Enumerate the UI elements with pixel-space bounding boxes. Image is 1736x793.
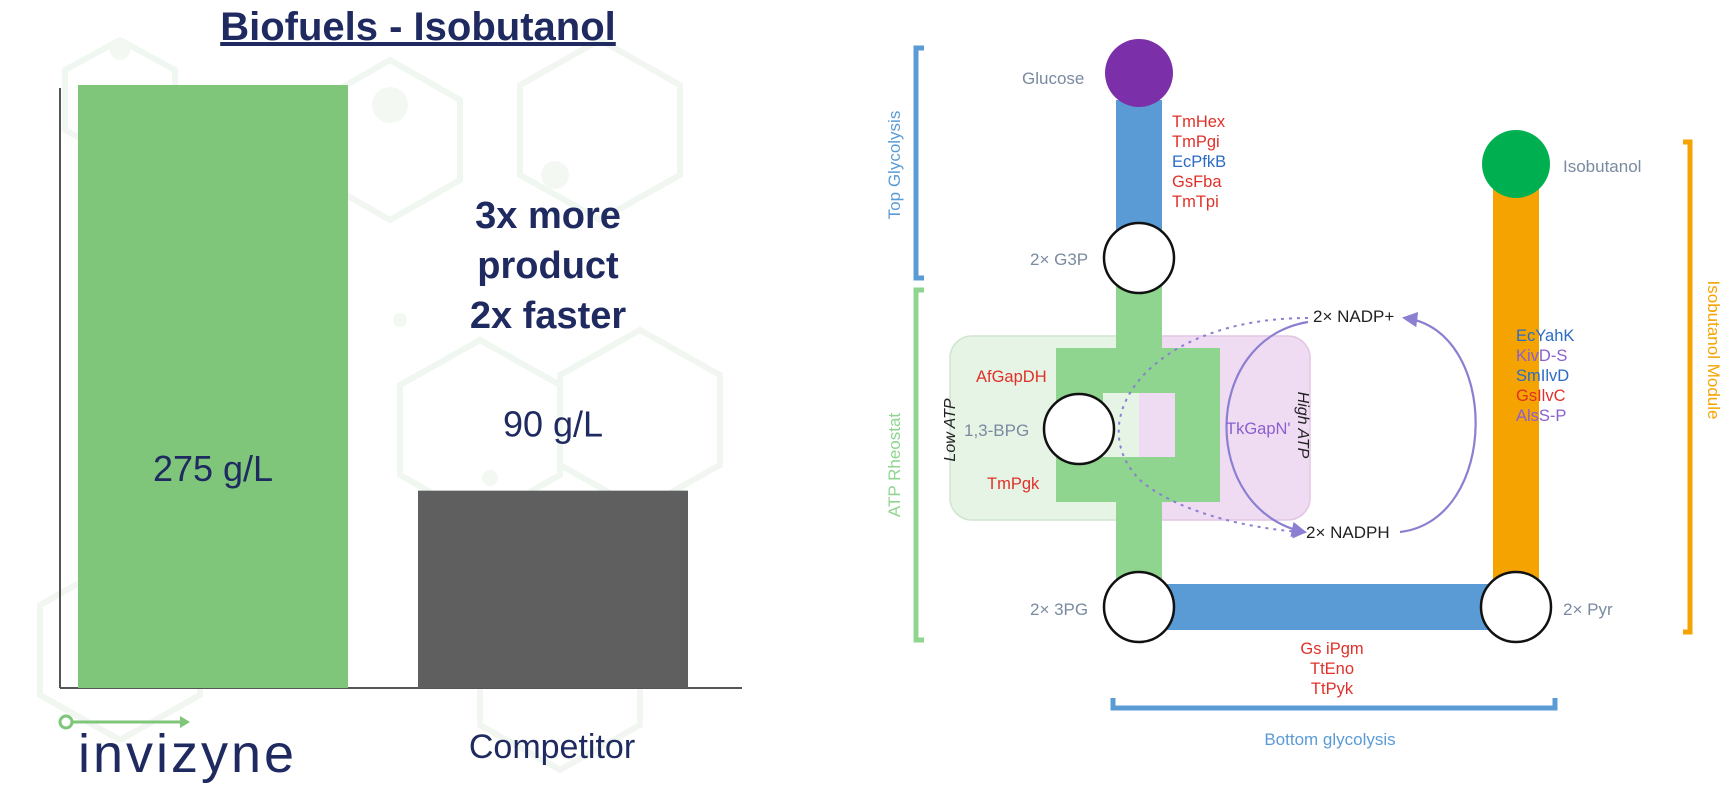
nadph-arrow-solid xyxy=(1399,311,1477,534)
nadp-label: 2× NADP+ xyxy=(1313,307,1394,326)
bpg-node xyxy=(1042,392,1116,466)
invizyne-logo: invizyne xyxy=(58,714,297,784)
label-bottom-glycolysis: Bottom glycolysis xyxy=(1264,730,1395,749)
low-atp-label: Low ATP xyxy=(942,398,959,461)
enzyme-isobutanol-3: GsIlvC xyxy=(1516,387,1566,405)
enzyme-top-4: TmTpi xyxy=(1172,193,1219,211)
enzyme-bottom-0: Gs iPgm xyxy=(1300,640,1363,658)
pg3-node xyxy=(1102,570,1176,644)
chart-bars xyxy=(78,85,688,688)
bar-invizyne xyxy=(78,85,348,688)
bar-competitor xyxy=(418,490,688,688)
logo-arrow-head xyxy=(180,716,190,728)
glucose-label: Glucose xyxy=(1022,69,1084,88)
logo-dot xyxy=(58,714,74,730)
annotation-line-1: 3x more xyxy=(475,195,621,237)
enzyme-top-2: EcPfkB xyxy=(1172,153,1226,171)
pg3-label: 2× 3PG xyxy=(1030,600,1088,619)
enzyme-bottom-1: TtEno xyxy=(1310,660,1354,678)
g3p-node xyxy=(1102,221,1176,295)
g3p-label: 2× G3P xyxy=(1030,250,1088,269)
enzyme-top-1: TmPgi xyxy=(1172,133,1220,151)
nadph-label: 2× NADPH xyxy=(1306,523,1390,542)
data-label-competitor: 90 g/L xyxy=(503,404,603,445)
path-rheostat-loop xyxy=(1056,348,1220,502)
chart-data-labels: 275 g/L 90 g/L xyxy=(153,404,603,489)
logo-text: invizyne xyxy=(78,724,297,784)
annotation: 3x more product 2x faster xyxy=(470,195,627,337)
competitor-label: Competitor xyxy=(469,728,635,766)
enzyme-isobutanol-0: EcYahK xyxy=(1516,327,1574,345)
bracket-bottom-glycolysis xyxy=(1110,698,1558,711)
annotation-line-3: 2x faster xyxy=(470,295,627,337)
high-atp-label: High ATP xyxy=(1294,392,1311,459)
label-isobutanol-module: Isobutanol Module xyxy=(1704,281,1723,420)
enzymes-isobutanol-module: EcYahK KivD-S SmIlvD GsIlvC AlsS-P xyxy=(1516,327,1574,425)
enzyme-isobutanol-4: AlsS-P xyxy=(1516,407,1566,425)
enzyme-isobutanol-2: SmIlvD xyxy=(1516,367,1569,385)
path-bottom-glycolysis xyxy=(1135,584,1535,630)
path-isobutanol xyxy=(1493,170,1539,590)
data-label-invizyne: 275 g/L xyxy=(153,448,273,489)
isobutanol-label: Isobutanol xyxy=(1563,157,1641,176)
slide-title: Biofuels - Isobutanol xyxy=(220,5,616,49)
enzyme-bottom-2: TtPyk xyxy=(1311,680,1354,698)
enzyme-rheostat-1: TmPgk xyxy=(987,475,1040,493)
bracket-top-glycolysis xyxy=(913,45,924,281)
enzyme-top-0: TmHex xyxy=(1172,113,1226,131)
path-rheostat-inner-pink xyxy=(1139,393,1175,457)
isobutanol-node xyxy=(1482,130,1550,198)
nadp-arrow-dotted xyxy=(1117,317,1309,539)
enzyme-rheostat-2: TkGapN' xyxy=(1226,420,1291,438)
path-rheostat-upper xyxy=(1116,285,1162,350)
bpg-label: 1,3-BPG xyxy=(964,421,1029,440)
path-rheostat-lower xyxy=(1116,500,1162,580)
label-atp-rheostat: ATP Rheostat xyxy=(885,413,904,518)
label-top-glycolysis: Top Glycolysis xyxy=(885,111,904,220)
enzymes-atp-rheostat: AfGapDH TmPgk TkGapN' xyxy=(976,368,1291,493)
bracket-atp-rheostat xyxy=(913,287,924,643)
enzyme-rheostat-0: AfGapDH xyxy=(976,368,1047,386)
annotation-line-2: product xyxy=(477,245,619,287)
bracket-isobutanol-module xyxy=(1683,139,1693,635)
enzyme-isobutanol-1: KivD-S xyxy=(1516,347,1567,365)
nadp-arrow-solid xyxy=(1225,320,1309,537)
enzyme-top-3: GsFba xyxy=(1172,173,1222,191)
pathway-diagram: Top Glycolysis ATP Rheostat Isobutanol M… xyxy=(885,39,1723,749)
glucose-node xyxy=(1105,39,1173,107)
pyr-node xyxy=(1479,570,1553,644)
pyr-label: 2× Pyr xyxy=(1563,600,1613,619)
